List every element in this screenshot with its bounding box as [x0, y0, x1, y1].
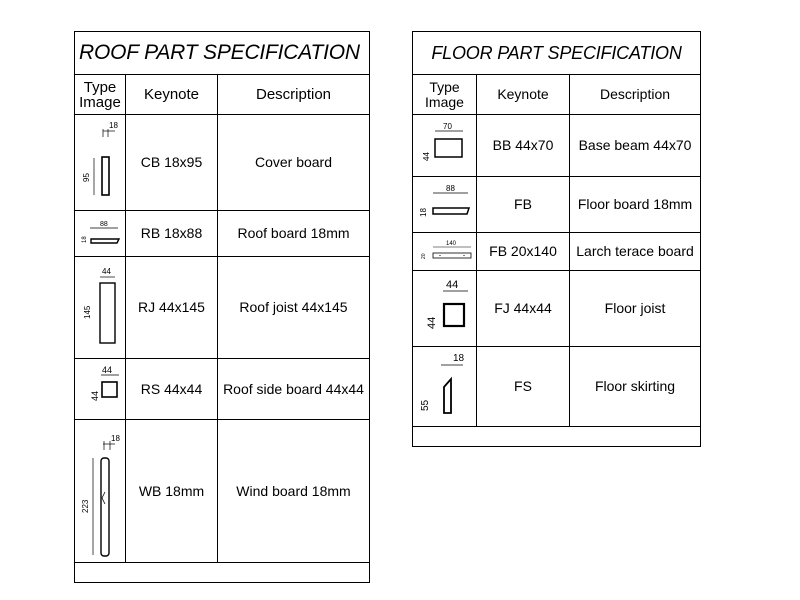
roof-row-keynote: RB 18x88	[125, 210, 218, 257]
floor-table-title: FLOOR PART SPECIFICATION	[411, 31, 702, 75]
floor-joist-width-label: 44	[446, 279, 458, 291]
floor-row-keynote: FB	[476, 176, 570, 233]
floor-row-keynote: FJ 44x44	[476, 270, 570, 347]
base-beam-profile-icon: 70 44	[422, 122, 463, 161]
roof-row-roof-joist: 44 145 RJ 44x145 Roof joist 44x145	[74, 256, 370, 359]
roof-side-board-height-label: 44	[90, 391, 100, 401]
floor-row-image: 140 20	[412, 232, 477, 271]
floor-row-keynote: FB 20x140	[476, 232, 570, 271]
floor-row-floor-board: 88 18 FB Floor board 18mm	[412, 176, 702, 233]
roof-joist-height-label: 145	[83, 305, 92, 319]
roof-row-image: 44 145	[74, 256, 126, 359]
floor-empty-row	[411, 426, 702, 447]
roof-row-wind-board: 18 223 WB 18mm Wind board 18mm	[74, 419, 370, 563]
roof-footer-cell	[74, 562, 370, 583]
floor-row-image: 44 44	[412, 270, 477, 347]
roof-row-image: 18 223	[74, 419, 126, 563]
floor-board-profile-icon: 88 18	[419, 184, 471, 217]
roof-row-description: Roof board 18mm	[217, 210, 370, 257]
floor-row-description: Larch terace board	[568, 232, 702, 271]
terrace-board-width-label: 140	[446, 241, 457, 247]
roof-header-keynote: Keynote	[125, 74, 218, 115]
floor-row-image: 88 18	[412, 176, 477, 233]
cover-board-height-label: 95	[82, 173, 91, 182]
floor-row-floor-skirting: 18 55 FS Floor skirting	[412, 346, 702, 427]
roof-row-description: Cover board	[217, 114, 370, 211]
floor-footer-cell	[411, 426, 702, 447]
floor-skirting-width-label: 18	[453, 353, 465, 364]
floor-joist-profile-icon: 44 44	[426, 279, 468, 329]
roof-joist-width-label: 44	[102, 267, 111, 276]
roof-header-description: Description	[217, 74, 370, 115]
roof-header-type-image-label: Type Image	[79, 78, 121, 111]
roof-row-keynote: WB 18mm	[125, 419, 218, 563]
floor-row-image: 70 44	[412, 114, 477, 177]
floor-skirting-profile-icon: 18 55	[420, 353, 465, 414]
floor-row-floor-joist: 44 44 FJ 44x44 Floor joist	[412, 270, 702, 347]
floor-row-keynote: BB 44x70	[476, 114, 570, 177]
wind-board-profile-icon: 18 223	[81, 434, 120, 557]
roof-header-type-image: Type Image	[74, 74, 126, 115]
cover-board-width-label: 18	[109, 121, 118, 130]
roof-specification-table: ROOF PART SPECIFICATION Type Image Keyno…	[74, 31, 370, 583]
floor-specification-table: FLOOR PART SPECIFICATION Type Image Keyn…	[411, 31, 702, 447]
roof-row-image: 88 18	[74, 210, 126, 257]
floor-row-image: 18 55	[412, 346, 477, 427]
floor-row-description: Base beam 44x70	[568, 114, 702, 177]
floor-board-height-label: 18	[419, 208, 428, 217]
floor-row-description: Floor joist	[568, 270, 702, 347]
roof-side-board-width-label: 44	[102, 365, 112, 375]
roof-row-image: 44 44	[74, 358, 126, 420]
roof-side-board-profile-icon: 44 44	[90, 365, 119, 401]
roof-row-roof-side-board: 44 44 RS 44x44 Roof side board 44x44	[74, 358, 370, 420]
terrace-board-profile-icon: 140 20	[421, 241, 472, 259]
wind-board-width-label: 18	[111, 434, 120, 443]
roof-row-cover-board: 18 95 CB 18x95 Cover board	[74, 114, 370, 211]
base-beam-width-label: 70	[443, 122, 452, 131]
roof-row-description: Roof side board 44x44	[217, 358, 370, 420]
roof-board-height-label: 18	[82, 236, 88, 243]
floor-row-keynote: FS	[476, 346, 570, 427]
roof-row-keynote: RS 44x44	[125, 358, 218, 420]
floor-header-type-image: Type Image	[412, 74, 477, 115]
wind-board-height-label: 223	[81, 499, 90, 513]
roof-row-description: Roof joist 44x145	[217, 256, 370, 359]
floor-joist-height-label: 44	[426, 317, 438, 329]
floor-row-terrace-board: 140 20 FB 20x140 Larch terace board	[412, 232, 702, 271]
floor-header-type-image-label: Type Image	[425, 78, 464, 110]
roof-row-image: 18 95	[74, 114, 126, 211]
terrace-board-height-label: 20	[421, 253, 427, 259]
roof-row-keynote: RJ 44x145	[125, 256, 218, 359]
floor-skirting-height-label: 55	[420, 399, 431, 411]
roof-row-keynote: CB 18x95	[125, 114, 218, 211]
floor-header-keynote: Keynote	[476, 74, 570, 115]
roof-row-roof-board: 88 18 RB 18x88 Roof board 18mm	[74, 210, 370, 257]
roof-row-description: Wind board 18mm	[217, 419, 370, 563]
floor-row-description: Floor board 18mm	[568, 176, 702, 233]
floor-board-width-label: 88	[446, 184, 455, 193]
roof-board-profile-icon: 88 18	[82, 221, 121, 244]
roof-board-width-label: 88	[100, 221, 108, 228]
roof-joist-profile-icon: 44 145	[83, 267, 116, 344]
floor-row-description: Floor skirting	[568, 346, 702, 427]
floor-row-base-beam: 70 44 BB 44x70 Base beam 44x70	[412, 114, 702, 177]
roof-table-title: ROOF PART SPECIFICATION	[74, 31, 370, 75]
cover-board-profile-icon: 18 95	[82, 121, 118, 196]
floor-header-description: Description	[568, 74, 702, 115]
roof-empty-row	[74, 562, 370, 583]
base-beam-height-label: 44	[422, 152, 431, 161]
